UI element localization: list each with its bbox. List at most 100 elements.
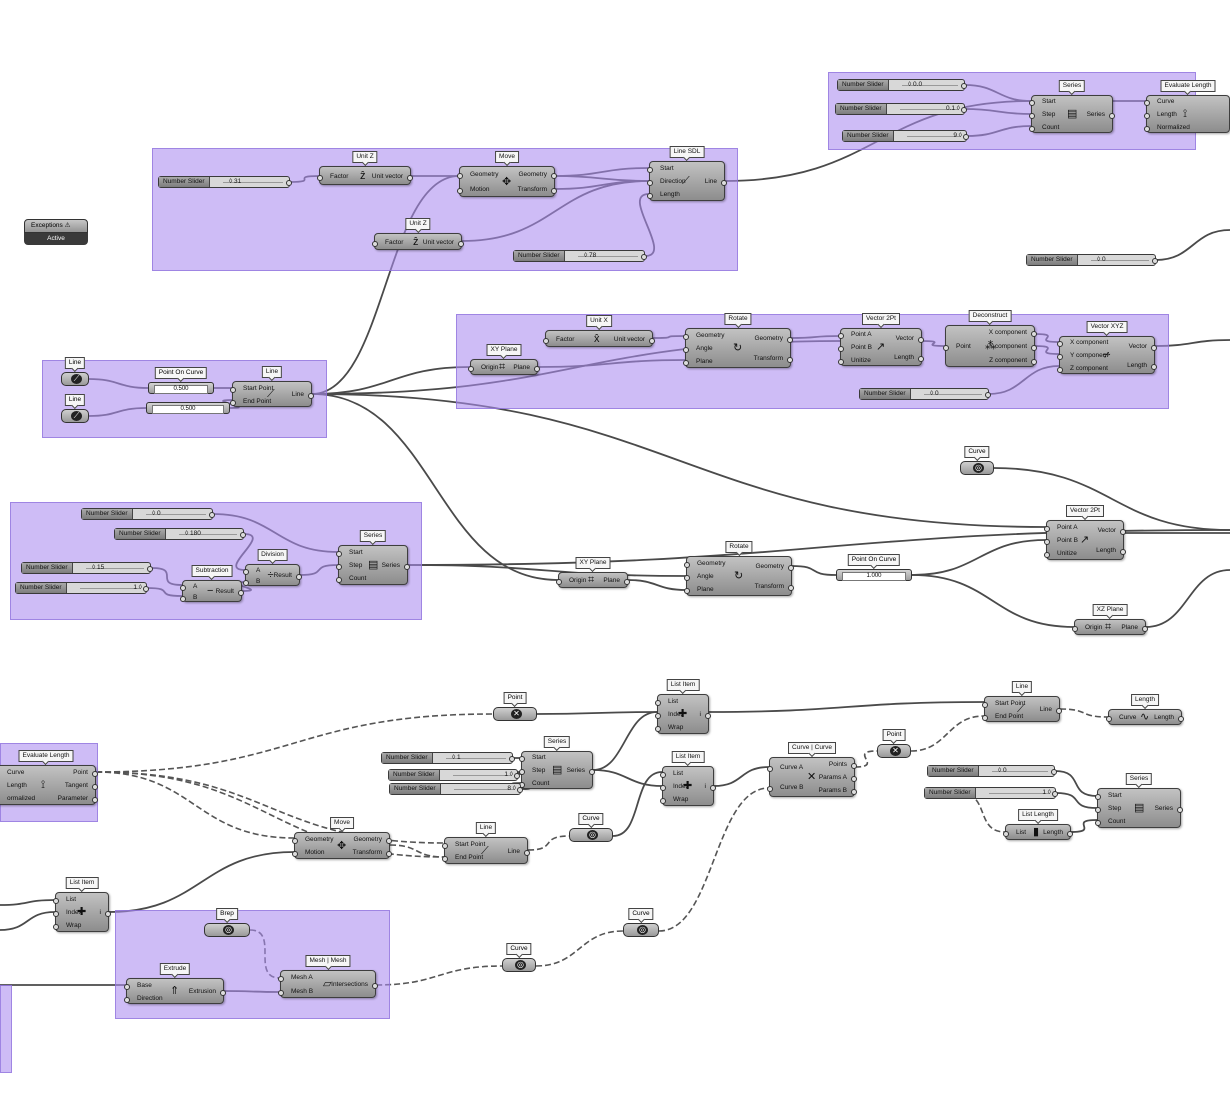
input-port[interactable]	[124, 996, 130, 1003]
param-curve[interactable]: Curve◎	[502, 943, 536, 972]
input-port[interactable]	[684, 575, 690, 581]
output-port[interactable]	[1151, 344, 1157, 351]
input-port[interactable]	[278, 990, 284, 996]
input-port[interactable]	[519, 756, 525, 763]
output-port[interactable]	[1031, 359, 1037, 365]
input-port[interactable]	[180, 595, 186, 602]
input-port[interactable]	[943, 345, 949, 351]
slider-rail[interactable]	[223, 182, 283, 183]
slider-rail[interactable]	[454, 789, 514, 790]
output-port[interactable]	[386, 837, 392, 844]
input-port[interactable]	[684, 561, 690, 568]
output-port[interactable]	[788, 565, 794, 571]
input-port[interactable]	[1044, 525, 1050, 532]
output-port[interactable]	[509, 756, 515, 762]
input-port[interactable]	[336, 550, 342, 557]
output-port[interactable]	[1152, 258, 1158, 264]
output-port[interactable]	[1067, 831, 1073, 837]
output-port[interactable]	[710, 785, 716, 791]
output-port[interactable]	[1056, 708, 1062, 714]
output-port[interactable]	[649, 337, 655, 344]
input-port[interactable]	[230, 386, 236, 393]
input-port[interactable]	[1072, 626, 1078, 632]
input-port[interactable]	[442, 842, 448, 849]
output-port[interactable]	[92, 797, 98, 804]
output-port[interactable]	[851, 776, 857, 782]
input-port[interactable]	[1057, 366, 1063, 373]
input-port[interactable]	[838, 358, 844, 365]
input-port[interactable]	[372, 240, 378, 247]
input-port[interactable]	[278, 976, 284, 982]
output-port[interactable]	[514, 773, 520, 779]
slider-rail[interactable]	[1091, 260, 1149, 261]
input-port[interactable]	[660, 798, 666, 805]
input-port[interactable]	[336, 564, 342, 570]
output-port[interactable]	[641, 254, 647, 260]
exceptions-component[interactable]: Exceptions ⚠ Active	[24, 219, 88, 245]
number-slider[interactable]: Number Slider◊ 1	[381, 752, 515, 764]
output-port[interactable]	[407, 174, 413, 181]
output-port[interactable]	[1109, 113, 1115, 119]
output-port[interactable]	[308, 393, 314, 399]
param-curve[interactable]: Curve◎	[623, 908, 659, 937]
input-port[interactable]	[683, 347, 689, 353]
output-port[interactable]	[92, 784, 98, 790]
input-port[interactable]	[660, 771, 666, 778]
slider-rail[interactable]	[179, 534, 237, 535]
output-port[interactable]	[92, 770, 98, 777]
output-port[interactable]	[458, 240, 464, 247]
output-port[interactable]	[961, 107, 967, 113]
number-slider[interactable]: Number Slider◊ 0	[859, 388, 991, 400]
output-port[interactable]	[1051, 769, 1057, 775]
input-port[interactable]	[519, 769, 525, 775]
slider-rail[interactable]	[453, 775, 511, 776]
input-port[interactable]	[1044, 539, 1050, 545]
slider-rail[interactable]	[907, 136, 960, 137]
input-port[interactable]	[53, 897, 59, 904]
input-port[interactable]	[982, 714, 988, 721]
output-port[interactable]	[147, 566, 153, 572]
output-port[interactable]	[963, 134, 969, 140]
input-port[interactable]	[1144, 113, 1150, 119]
input-port[interactable]	[683, 360, 689, 367]
slider-rail[interactable]	[578, 256, 638, 257]
output-port[interactable]	[105, 911, 111, 917]
input-port[interactable]	[1095, 793, 1101, 800]
input-port[interactable]	[336, 577, 342, 584]
param-curve[interactable]: Curve◎	[569, 813, 613, 842]
input-port[interactable]	[1057, 341, 1063, 348]
input-port[interactable]	[243, 579, 249, 586]
input-port[interactable]	[683, 333, 689, 340]
input-port[interactable]	[230, 399, 236, 406]
input-port[interactable]	[1003, 831, 1009, 837]
output-port[interactable]	[918, 355, 924, 362]
slider-rail[interactable]	[992, 771, 1048, 772]
param-curve[interactable]: Curve◎	[960, 446, 994, 475]
output-port[interactable]	[1052, 791, 1058, 797]
input-port[interactable]	[655, 699, 661, 706]
output-port[interactable]	[1031, 331, 1037, 337]
